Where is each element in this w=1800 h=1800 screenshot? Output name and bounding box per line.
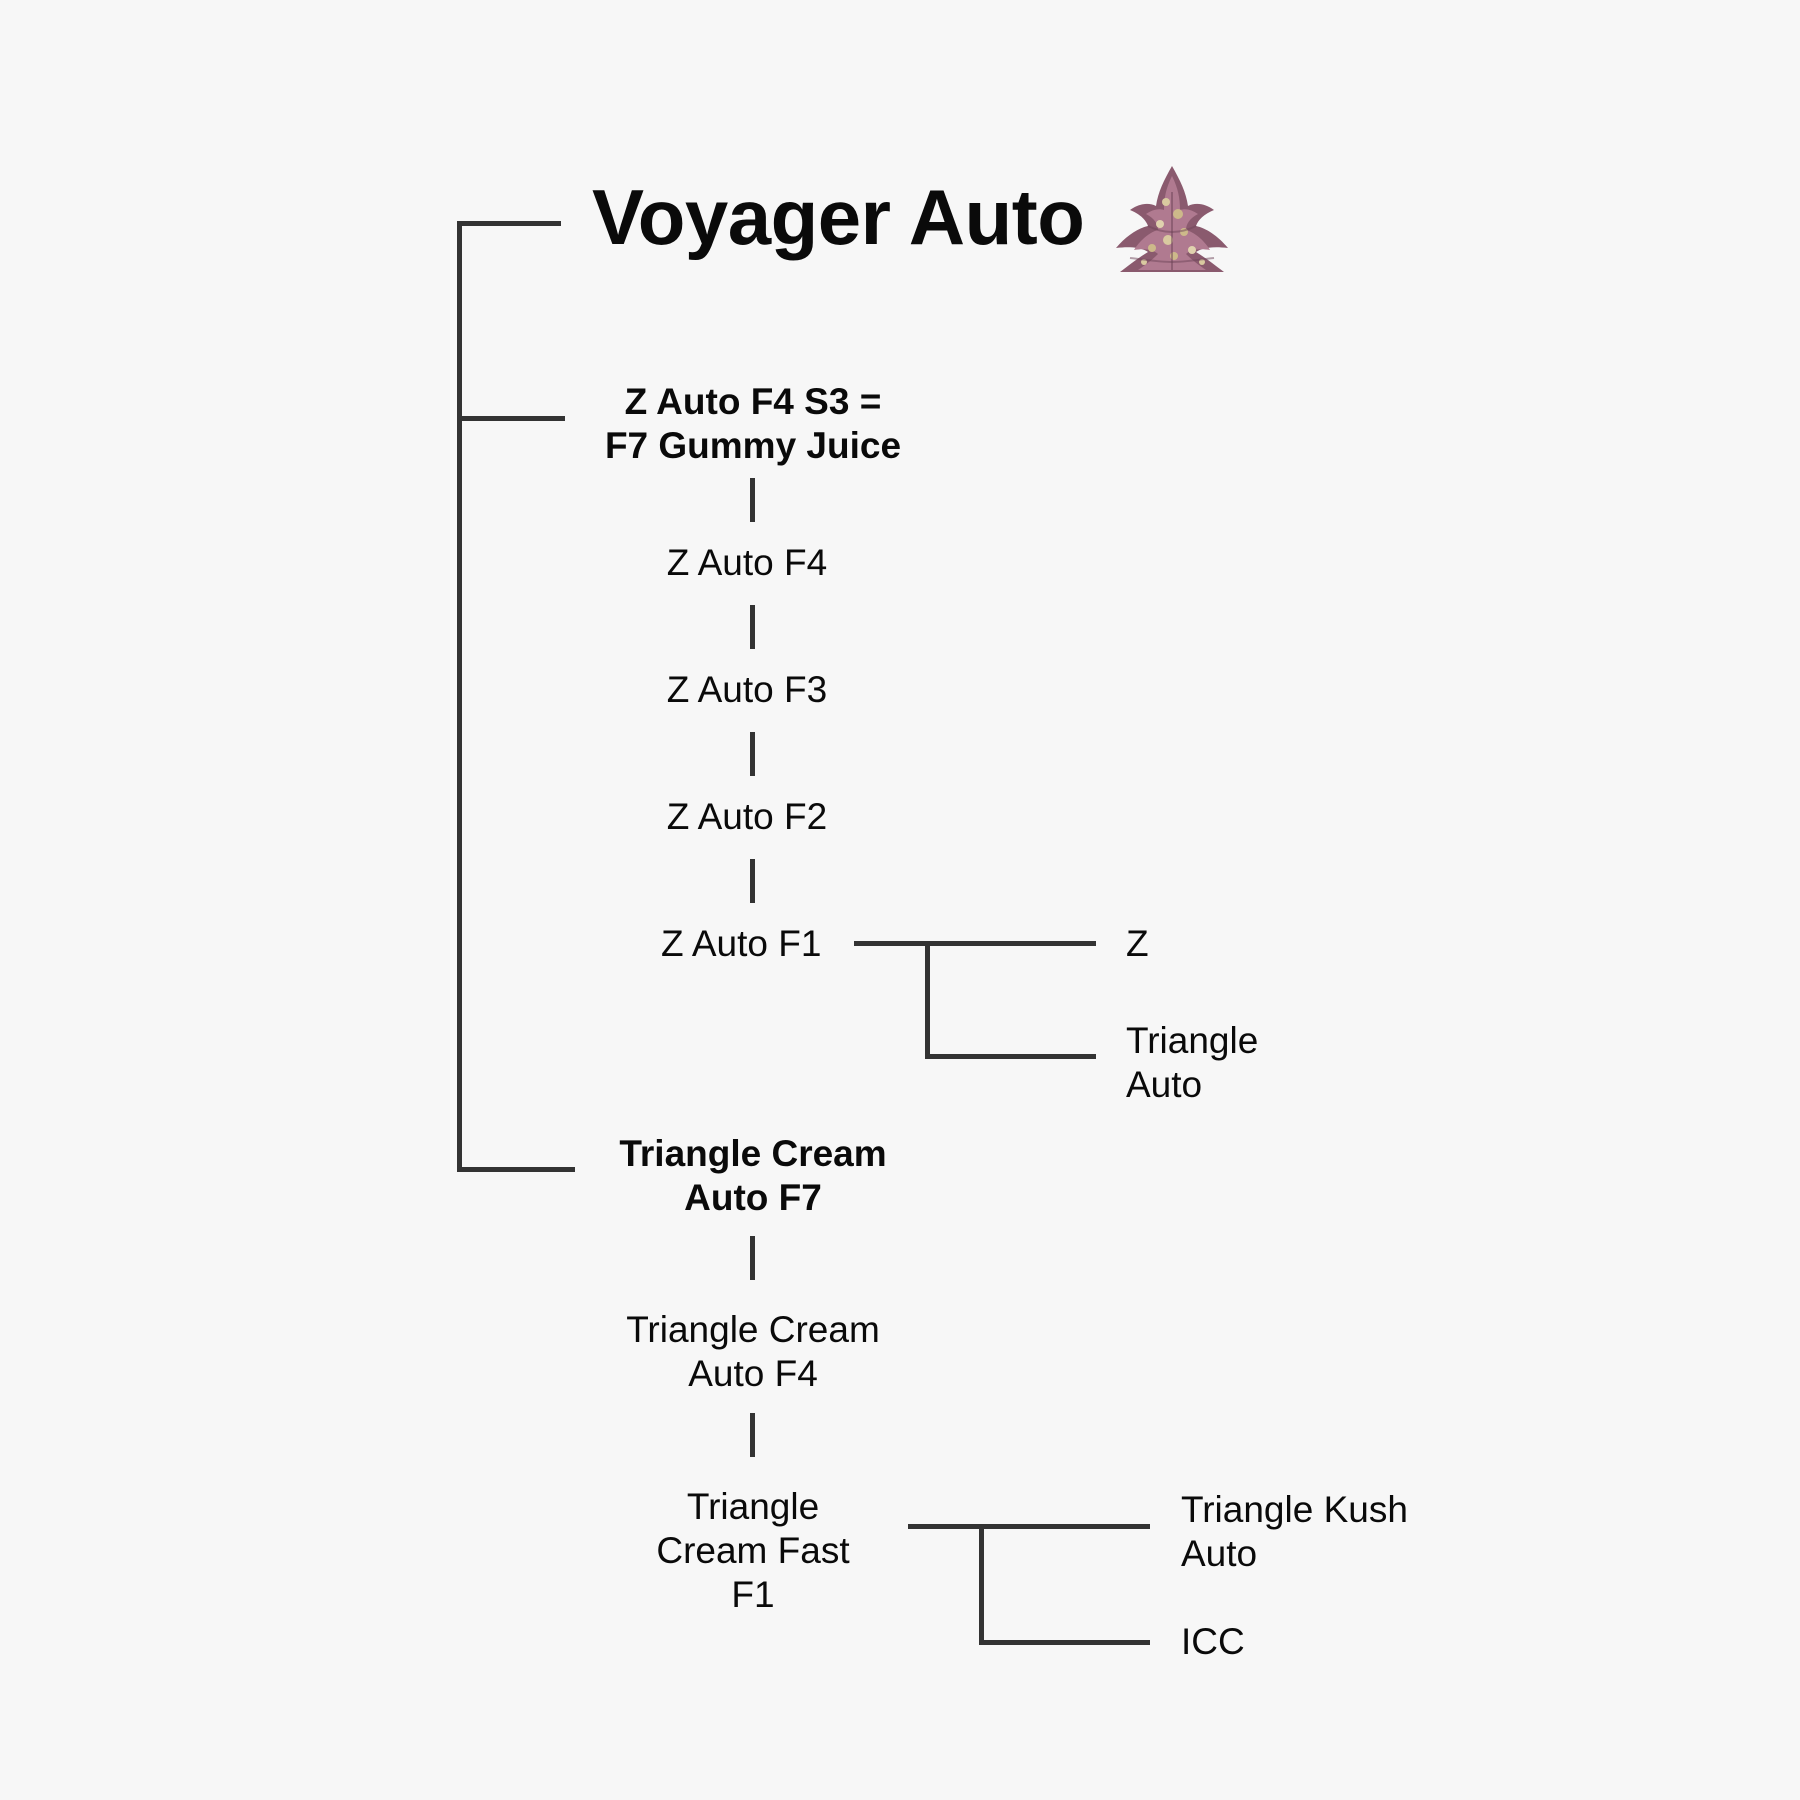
node-triangle-cream-auto-f7-line-2: Auto F7 bbox=[684, 1177, 822, 1218]
connector-line bbox=[750, 605, 755, 649]
node-z-auto-f4-s3-line-2: F7 Gummy Juice bbox=[604, 425, 902, 466]
z-auto-f1-bracket-bottom bbox=[925, 1054, 1096, 1059]
node-z-auto-f3: Z Auto F3 bbox=[666, 669, 828, 710]
node-triangle-cream-fast-f1-line-3: F1 bbox=[731, 1574, 775, 1615]
node-z-auto-f4: Z Auto F4 bbox=[666, 542, 828, 583]
node-icc: ICC bbox=[1181, 1621, 1245, 1662]
cannabis-bud-icon bbox=[1116, 166, 1228, 272]
main-bracket-bottom bbox=[457, 1167, 575, 1172]
node-triangle-cream-fast-f1: Triangle Cream Fast F1 bbox=[553, 1485, 953, 1617]
z-auto-f1-bracket-top bbox=[854, 941, 1096, 946]
node-z: Z bbox=[1126, 923, 1149, 964]
node-z-auto-f4-s3-line-1: Z Auto F4 S3 = bbox=[624, 381, 882, 422]
connector-line bbox=[750, 478, 755, 522]
node-z-auto-f2: Z Auto F2 bbox=[666, 796, 828, 837]
node-triangle-cream-auto-f4: Triangle Cream Auto F4 bbox=[553, 1308, 953, 1396]
main-bracket-vertical bbox=[457, 221, 462, 1172]
node-triangle-cream-auto-f4-line-2: Auto F4 bbox=[688, 1353, 818, 1394]
z-auto-f1-bracket-vertical bbox=[925, 941, 930, 1059]
node-z-auto-f4-s3: Z Auto F4 S3 = F7 Gummy Juice bbox=[553, 380, 953, 468]
triangle-cream-fast-f1-bracket-vertical bbox=[979, 1524, 984, 1645]
node-triangle-cream-auto-f4-line-1: Triangle Cream bbox=[626, 1309, 880, 1350]
node-triangle-auto-line-2: Auto bbox=[1126, 1064, 1203, 1105]
node-triangle-cream-auto-f7: Triangle Cream Auto F7 bbox=[553, 1132, 953, 1220]
connector-line bbox=[750, 1413, 755, 1457]
connector-line bbox=[750, 1236, 755, 1280]
main-bracket-middle bbox=[457, 416, 565, 421]
node-triangle-kush-auto: Triangle Kush Auto bbox=[1181, 1488, 1408, 1576]
node-triangle-kush-auto-line-2: Auto bbox=[1181, 1533, 1258, 1574]
node-triangle-cream-fast-f1-line-1: Triangle bbox=[686, 1486, 820, 1527]
triangle-cream-fast-f1-bracket-bottom bbox=[979, 1640, 1150, 1645]
connector-line bbox=[750, 859, 755, 903]
node-triangle-kush-auto-line-1: Triangle Kush bbox=[1181, 1489, 1408, 1530]
node-triangle-auto: Triangle Auto bbox=[1126, 1019, 1258, 1107]
triangle-cream-fast-f1-bracket-top bbox=[908, 1524, 1150, 1529]
node-triangle-auto-line-1: Triangle bbox=[1126, 1020, 1259, 1061]
node-triangle-cream-auto-f7-line-1: Triangle Cream bbox=[619, 1133, 887, 1174]
page-title: Voyager Auto bbox=[592, 173, 1085, 261]
connector-line bbox=[750, 732, 755, 776]
main-bracket-top bbox=[457, 221, 561, 226]
node-z-auto-f1: Z Auto F1 bbox=[661, 923, 822, 964]
node-triangle-cream-fast-f1-line-2: Cream Fast bbox=[656, 1530, 850, 1571]
